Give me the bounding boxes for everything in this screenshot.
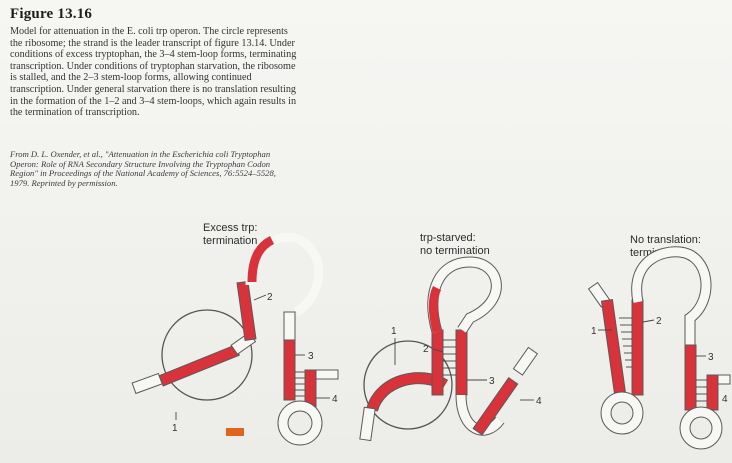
- segment-label-2: 2: [656, 316, 662, 327]
- segment-2: [237, 281, 256, 340]
- leader-line: [254, 295, 266, 300]
- rna-tail: [132, 374, 162, 394]
- rna-end: [718, 375, 730, 384]
- segment-label-3: 3: [489, 376, 495, 387]
- loop-inner: [433, 262, 497, 332]
- rna-end: [316, 370, 338, 379]
- segment-3: [456, 330, 467, 395]
- leader-line: [643, 320, 654, 322]
- segment-4: [707, 375, 718, 410]
- segment-label-4: 4: [536, 396, 542, 407]
- segment-label-4: 4: [332, 394, 338, 405]
- segment-2: [632, 300, 643, 395]
- segment-1: [159, 345, 239, 386]
- segment-label-2: 2: [267, 292, 273, 303]
- segment-2-top: [252, 240, 272, 282]
- segment-2-top: [433, 288, 437, 332]
- panel-trp-starved-diagram: 1 2 3 4: [360, 262, 542, 441]
- segment-label-1: 1: [591, 326, 597, 337]
- segment-1: [602, 300, 626, 396]
- rna-link: [284, 312, 295, 340]
- panel-no-translation-diagram: 1 2 3 4: [589, 252, 730, 444]
- segment-3: [284, 340, 295, 400]
- panel-excess-trp-diagram: 2 3 4 1: [132, 237, 338, 440]
- segment-label-4: 4: [722, 394, 728, 405]
- rna-end: [513, 347, 537, 375]
- segment-3: [685, 345, 696, 410]
- segment-label-3: 3: [308, 351, 314, 362]
- segment-label-1: 1: [391, 326, 397, 337]
- segment-label-2: 2: [423, 344, 429, 355]
- segment-label-3: 3: [708, 352, 714, 363]
- segment-label-1: 1: [172, 423, 178, 434]
- segment-2: [432, 330, 443, 395]
- orange-marker: [226, 428, 244, 436]
- rna-tail: [360, 407, 375, 440]
